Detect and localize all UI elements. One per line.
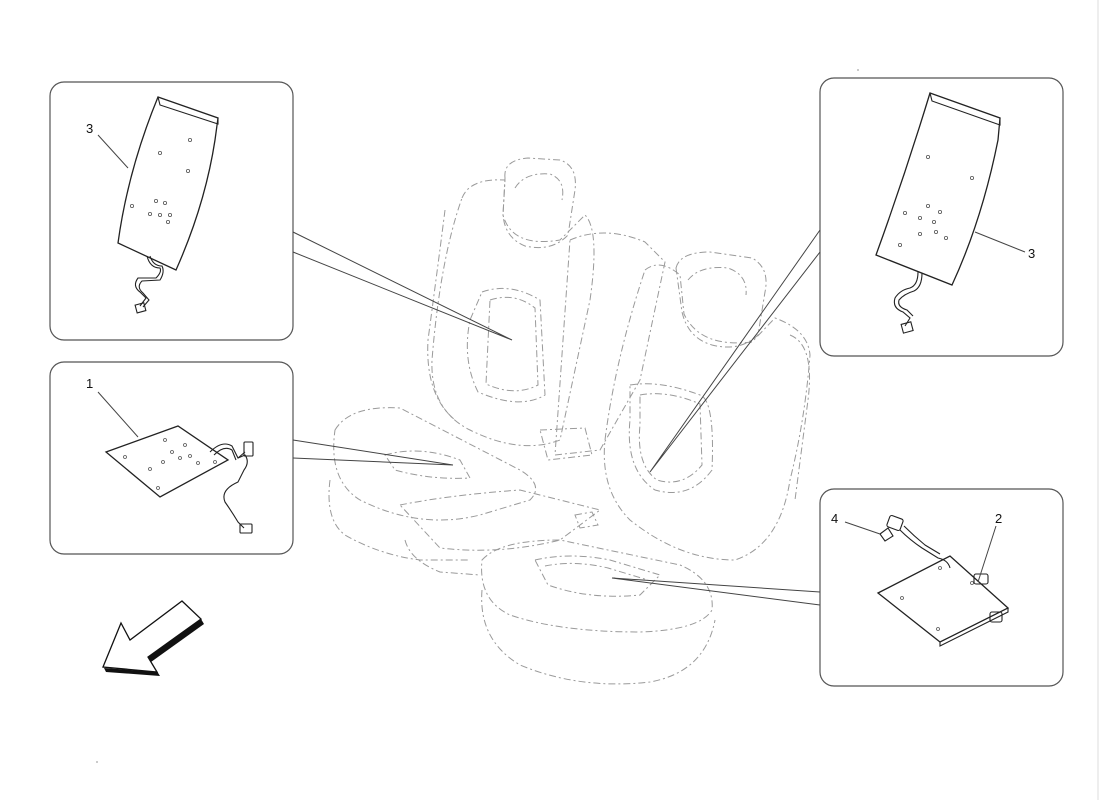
left-cushion [333,407,537,521]
connector [886,514,904,532]
callout-cushion-right[interactable]: 2 4 [819,488,1064,687]
scan-speck [857,69,859,71]
pointer-cushion-left [292,439,454,466]
connector-clip [879,527,894,542]
left-headrest [502,157,576,249]
scan-speck [96,761,98,763]
pointer-backrest-left [292,231,513,341]
cushion-heating-pad-left [104,425,254,534]
leader-line-number-1 [97,391,139,438]
part-number-3-right: 3 [1028,246,1035,261]
front-direction-arrow-icon [102,600,204,676]
part-number-3-left: 3 [86,121,93,136]
part-number-2: 2 [995,511,1002,526]
center-section [554,232,666,456]
callout-backrest-right[interactable]: 3 [819,77,1064,357]
part-number-1: 1 [86,376,93,391]
leader-line-number-3-right [974,231,1026,253]
backrest-heating-pad-right [875,92,1001,334]
pointer-backrest-right [649,229,821,473]
part-number-4: 4 [831,511,838,526]
leader-line-number-2 [977,525,997,583]
leader-line-number-4 [844,521,881,535]
pointer-cushion-right [611,577,821,606]
pointer-lines [292,229,821,606]
cushion-heating-pad-right [876,514,1010,647]
right-headrest [675,251,767,348]
callout-cushion-left[interactable]: 1 [49,361,294,555]
callout-backrest-left[interactable]: 3 [49,81,294,341]
right-cushion [481,539,713,633]
leader-line-number-3-left [97,134,129,169]
right-backrest [603,264,811,561]
backrest-heating-pad-left [117,96,219,314]
rear-seat-outline [328,157,811,685]
